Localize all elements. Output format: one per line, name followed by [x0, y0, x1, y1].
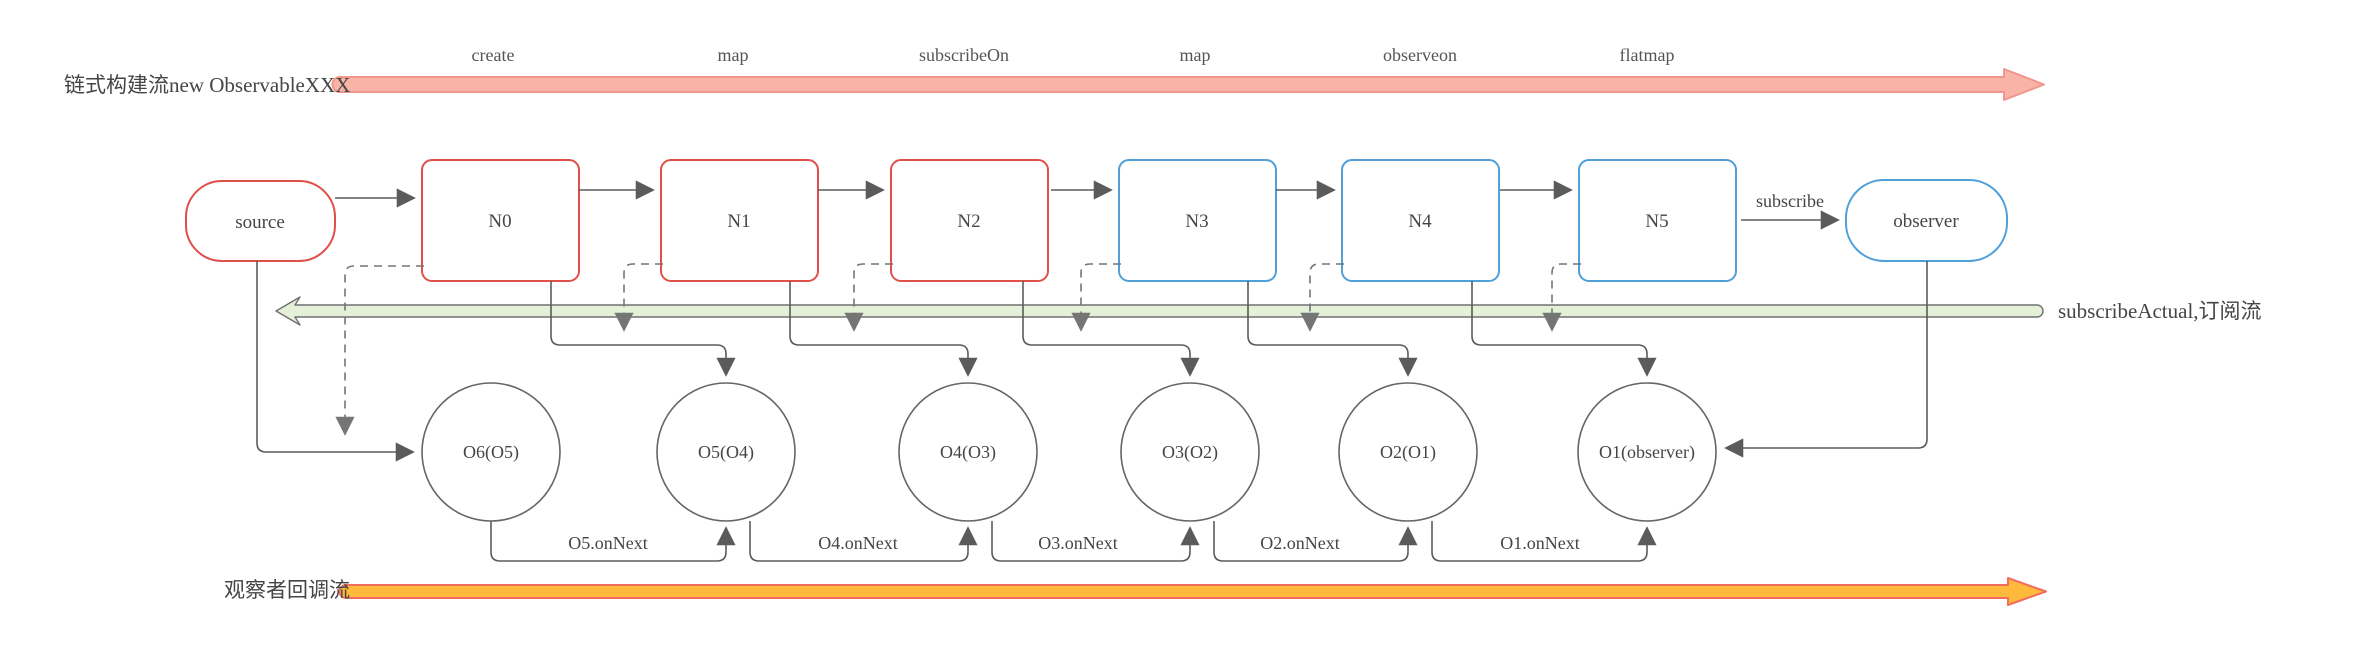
- subscribe-path-source-o6: [256, 261, 415, 462]
- node-box-n3: [1118, 159, 1277, 282]
- observer-circle-o1-label: O1(observer): [1599, 442, 1695, 463]
- observer-circle-o1: [1577, 382, 1717, 522]
- node-box-n1: [660, 159, 819, 282]
- op-label-flatmap: flatmap: [1620, 45, 1675, 65]
- subscribe-path-n1-o4: [789, 281, 978, 377]
- node-box-n3-label: N3: [1185, 211, 1208, 232]
- subscribe-arrow-label: subscribe: [1756, 191, 1824, 211]
- observer-circle-o3: [1120, 382, 1260, 522]
- node-box-n4-label: N4: [1408, 211, 1432, 232]
- subscribe-flow-title: subscribeActual,订阅流: [2058, 299, 2262, 323]
- dashed-path-n0: [335, 265, 424, 436]
- onnext-path-o3-o2: [1213, 521, 1418, 562]
- subscribe-path-n3-o2: [1247, 281, 1418, 377]
- subscribe-path-n0-o5: [550, 281, 736, 377]
- observer-node-label: observer: [1893, 211, 1959, 232]
- onnext-label-o4: O4.onNext: [818, 533, 898, 553]
- onnext-path-o4-o3: [991, 521, 1200, 562]
- observer-circle-o2: [1338, 382, 1478, 522]
- dashed-path-n4: [1300, 263, 1344, 332]
- observer-circle-o5: [656, 382, 796, 522]
- observer-circle-o2-label: O2(O1): [1380, 442, 1436, 463]
- node-box-n0-label: N0: [488, 211, 511, 232]
- onnext-path-o2-o1: [1431, 521, 1657, 562]
- observer-circle-o4: [898, 382, 1038, 522]
- onnext-path-o6-o5: [490, 521, 736, 562]
- observer-circle-o5-label: O5(O4): [698, 442, 754, 463]
- dashed-path-n5: [1542, 263, 1581, 332]
- node-box-n5-label: N5: [1645, 211, 1668, 232]
- subscribe-path-n2-o3: [1022, 281, 1200, 377]
- build-flow-arrow: [331, 68, 2045, 101]
- observer-circle-o3-label: O3(O2): [1162, 442, 1218, 463]
- subscribe-path-observer-o1: [1724, 261, 1928, 458]
- op-label-map1: map: [718, 45, 749, 65]
- op-label-subscribeon: subscribeOn: [919, 45, 1009, 65]
- onnext-label-o3: O3.onNext: [1038, 533, 1118, 553]
- node-box-n2-label: N2: [957, 211, 980, 232]
- source-node: [185, 180, 336, 262]
- node-box-n4: [1341, 159, 1500, 282]
- onnext-label-o2: O2.onNext: [1260, 533, 1340, 553]
- observer-circle-o6-label: O6(O5): [463, 442, 519, 463]
- subscribe-path-n4-o1: [1471, 281, 1657, 377]
- dashed-path-n2: [844, 263, 893, 332]
- onnext-label-o1: O1.onNext: [1500, 533, 1580, 553]
- build-flow-title: 链式构建流new ObservableXXX: [64, 73, 350, 97]
- observer-circle-o4-label: O4(O3): [940, 442, 996, 463]
- subscribe-flow-arrow: [275, 296, 2044, 326]
- source-node-label: source: [235, 212, 285, 233]
- node-box-n5: [1578, 159, 1737, 282]
- node-box-n1-label: N1: [727, 211, 750, 232]
- op-label-create: create: [472, 45, 515, 65]
- dashed-path-n1: [614, 263, 663, 332]
- op-label-map2: map: [1180, 45, 1211, 65]
- callback-flow-arrow: [338, 577, 2047, 606]
- node-box-n0: [421, 159, 580, 282]
- callback-flow-title: 观察者回调流: [224, 578, 350, 602]
- dashed-path-n3: [1071, 263, 1121, 332]
- op-label-observeon: observeon: [1383, 45, 1457, 65]
- onnext-path-o5-o4: [749, 521, 978, 562]
- onnext-label-o5: O5.onNext: [568, 533, 648, 553]
- node-box-n2: [890, 159, 1049, 282]
